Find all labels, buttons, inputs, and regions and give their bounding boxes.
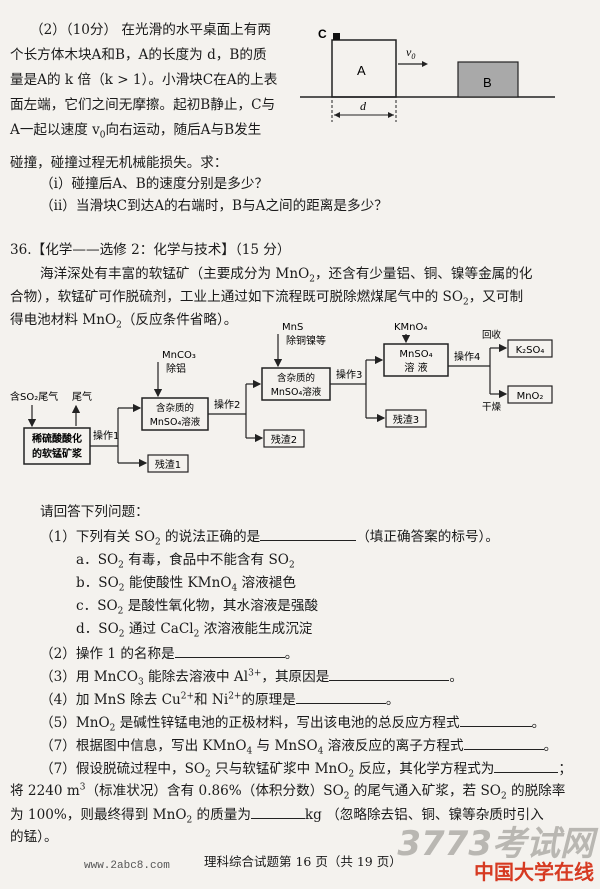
q2-line4: 面左端，它们之间无摩擦。起初B静止，C与 (10, 97, 276, 113)
q2-line3: 量是A的 k 倍（k > 1）。小滑块C在A的上表 (10, 72, 278, 88)
q2-line5: A一起以速度 v0向右运动，随后A与B发生 (10, 122, 262, 141)
recycle-label: 回收 (482, 329, 502, 341)
op4-label: 操作4 (454, 350, 480, 363)
op1-label: 操作1 (93, 429, 119, 442)
inlet-label: 含SO₂尾气 (10, 390, 58, 403)
block-c (333, 33, 340, 40)
q36-s10: 的锰）。 (10, 829, 58, 845)
mnco3-label: MnCO₃ (162, 350, 196, 361)
residue1-label: 残渣1 (155, 458, 181, 471)
box2-line2: MnSO₄溶液 (150, 416, 201, 428)
q36-s7: （7）假设脱硫过程中，SO2 只与软锰矿浆中 MnO2 反应，其化学方程式为； (40, 758, 572, 779)
box3-line2: MnSO₄溶液 (271, 386, 322, 398)
residue2-box (263, 429, 305, 448)
q36-s1: （1）下列有关 SO2 的说法正确的是（填正确答案的标号）。 (40, 526, 499, 547)
q2-line1: （2）（10分） 在光滑的水平桌面上有两 (30, 22, 271, 38)
q36-title: 36.【化学——选修 2：化学与技术】（15 分） (10, 242, 291, 258)
box3-line1: 含杂质的 (277, 372, 315, 384)
op3-label: 操作3 (336, 368, 362, 381)
q2-line6: 碰撞，碰撞过程无机械能损失。求： (10, 155, 228, 171)
mns-label: MnS (282, 322, 303, 333)
label-c: C (318, 27, 327, 41)
mnco3-purpose: 除铝 (166, 362, 186, 375)
q36-s4: （4）加 MnS 除去 Cu2+和 Ni2+的原理是。 (40, 689, 399, 710)
q36-s8: 将 2240 m3（标准状况）含有 0.86%（体积分数）SO2 的尾气通入矿浆… (10, 782, 566, 802)
ore-line2: 的软锰矿浆 (32, 447, 83, 460)
logo-main: 3773考试网 (397, 824, 594, 864)
mno2-label: MnO₂ (517, 391, 544, 402)
kmno4-label: KMnO₄ (394, 322, 427, 333)
mns-purpose: 除铜镍等 (286, 334, 326, 347)
q36-option-a: a．SO2 有毒，食品中不能含有 SO2 (76, 552, 295, 571)
q36-option-d: d．SO2 通过 CaCl2 浓溶液能生成沉淀 (76, 621, 313, 640)
q36-p3: 得电池材料 MnO2（反应条件省略）。 (10, 312, 238, 331)
box2-line1: 含杂质的 (156, 402, 194, 414)
q2-line2: 个长方体木块A和B，A的长度为 d，B的质 (10, 47, 267, 63)
block-b (457, 61, 519, 98)
block-a (331, 39, 397, 98)
residue3-box (385, 409, 427, 428)
q2-sub-i: （ⅰ）碰撞后A、B的速度分别是多少？ (40, 176, 269, 192)
box4-line2: 溶 液 (404, 361, 427, 374)
footer-page-number: 理科综合试题第 16 页（共 19 页） (204, 854, 402, 869)
mno2-box (507, 385, 553, 404)
label-b: B (483, 75, 492, 90)
blocks-figure: C A B v0 d (300, 27, 555, 122)
residue2-label: 残渣2 (271, 433, 297, 446)
q36-option-b: b．SO2 能使酸性 KMnO4 溶液褪色 (76, 575, 296, 594)
residue1-box (147, 454, 189, 473)
label-a: A (357, 63, 366, 78)
q36-p2: 合物），软锰矿可作脱硫剂，工业上通过如下流程既可脱除燃煤尾气中的 SO2，又可制 (10, 289, 524, 308)
logo-sub: 中国大学在线 (474, 860, 594, 884)
outlet-label: 尾气 (72, 390, 92, 403)
q36-s2: （2）操作 1 的名称是。 (40, 643, 298, 664)
op2-label: 操作2 (214, 398, 240, 411)
box4-line1: MnSO₄ (399, 349, 432, 360)
q36-s3: （3）用 MnCO3 能除去溶液中 Al3+，其原因是。 (40, 666, 463, 687)
k2so4-box (507, 339, 553, 358)
mnso4-solution-box (383, 343, 449, 377)
q36-s5: （5）MnO2 是碱性锌锰电池的正极材料，写出该电池的总反应方程式。 (40, 712, 545, 733)
q36-s6: （7）根据图中信息，写出 KMnO4 与 MnSO4 溶液反应的离子方程式。 (40, 735, 557, 756)
q36-intro: 请回答下列问题： (40, 504, 149, 520)
label-d: d (360, 99, 367, 113)
dry-label: 干燥 (482, 402, 502, 413)
footer-site: www.2abc8.com (84, 860, 170, 872)
process-flow-diagram: 含SO₂尾气 尾气 稀硫酸酸化 的软锰矿浆 操作1 残渣1 MnCO₃ 除铝 含… (10, 322, 553, 473)
q36-option-c: c．SO2 是酸性氧化物，其水溶液是强酸 (76, 598, 319, 617)
ore-line1: 稀硫酸酸化 (32, 432, 82, 445)
site-logo: 3773考试网 中国大学在线 (397, 827, 594, 883)
residue3-label: 残渣3 (393, 413, 419, 426)
k2so4-label: K₂SO₄ (516, 345, 545, 356)
label-v0: v0 (406, 45, 415, 61)
q36-p1: 海洋深处有丰富的软锰矿（主要成分为 MnO2，还含有少量铝、铜、镍等金属的化 (40, 266, 533, 285)
q2-sub-ii: （ⅱ）当滑块C到达A的右端时，B与A之间的距离是多少？ (40, 198, 388, 214)
